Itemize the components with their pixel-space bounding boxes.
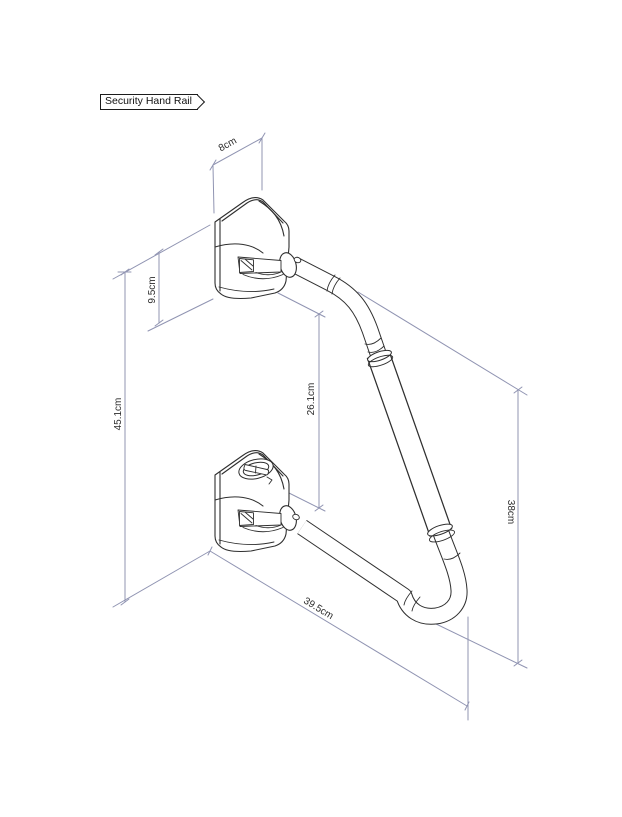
- dim-label-overall-height: 45.1cm: [113, 398, 124, 431]
- dim-tick: [464, 701, 470, 711]
- dim-tick: [154, 248, 164, 256]
- dim-ext: [212, 165, 215, 214]
- dim-tick: [120, 598, 130, 606]
- dimension-lines: [112, 132, 528, 721]
- dim-label-rail-height: 38cm: [505, 500, 516, 524]
- dim-line-rail-depth: [209, 550, 468, 707]
- top-screw-hole: [293, 256, 302, 264]
- dim-ext: [277, 292, 326, 318]
- dim-tick: [120, 268, 130, 276]
- title-flag-label: Security Hand Rail: [105, 95, 192, 107]
- bottom-screw-hole: [292, 513, 300, 521]
- dim-tick: [209, 159, 217, 171]
- dim-label-bracket-height: 9.5cm: [147, 276, 158, 303]
- handrail-drawing: [214, 197, 468, 625]
- dim-tick: [154, 319, 164, 327]
- tube-joints-upper: [326, 274, 385, 353]
- dim-ext: [112, 224, 211, 280]
- dim-tick: [258, 132, 266, 144]
- grip-bottom-rim: [427, 523, 453, 537]
- rail-tube: [289, 256, 468, 625]
- dim-line-top-width: [212, 137, 263, 166]
- tube-joints-lower: [403, 552, 461, 612]
- dim-tick: [513, 659, 523, 667]
- dim-label-between-brackets: 26.1cm: [306, 383, 317, 416]
- dim-label-top-width: 8cm: [217, 135, 239, 154]
- title-flag: Security Hand Rail: [100, 94, 205, 110]
- dim-tick: [207, 546, 213, 556]
- dim-ext: [431, 621, 528, 669]
- dim-tick: [314, 310, 324, 318]
- top-bracket: [214, 197, 290, 300]
- dim-tick: [314, 504, 324, 512]
- dim-tick: [513, 386, 523, 394]
- grip-top-rim: [367, 349, 392, 363]
- dim-ext: [147, 298, 214, 332]
- grip-sleeve: [366, 349, 456, 543]
- dim-ext: [357, 291, 528, 396]
- latch-knob: [238, 458, 274, 485]
- dim-ext: [112, 550, 211, 608]
